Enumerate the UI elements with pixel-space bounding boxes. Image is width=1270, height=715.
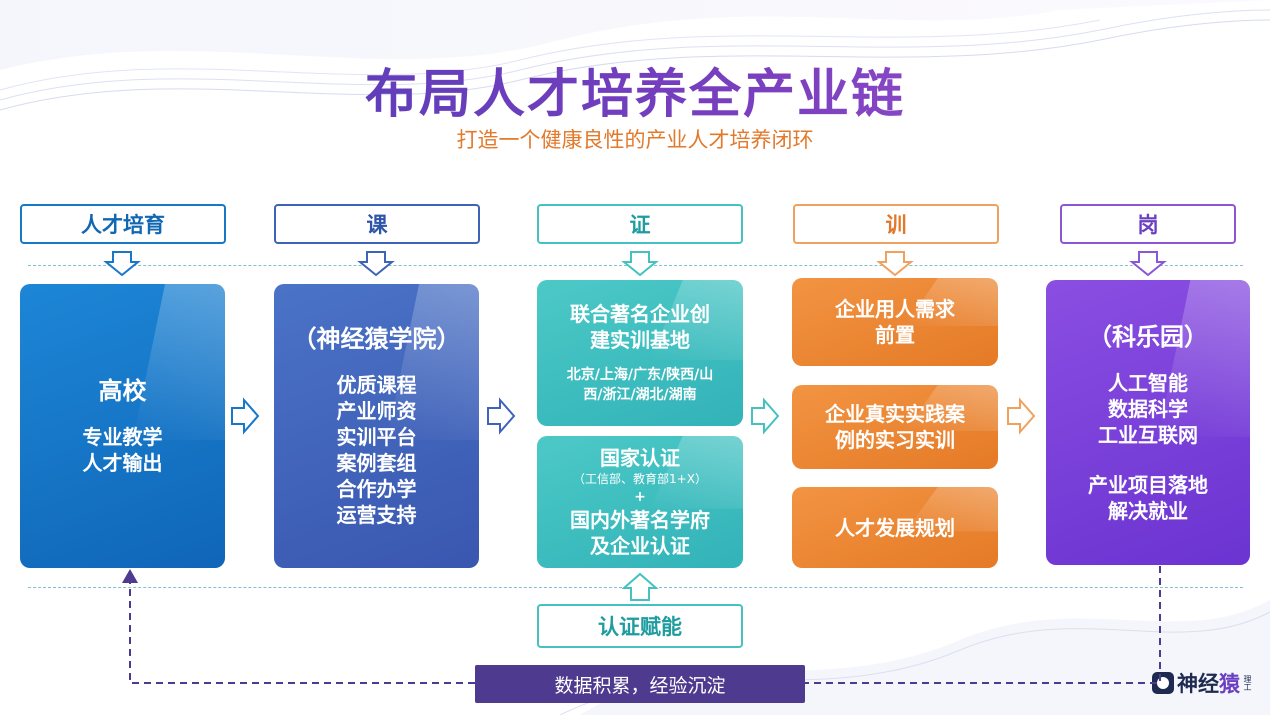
card-national-cert-note: （工信部、教育部1+X） (573, 472, 707, 486)
data-accumulation-bar: 数据积累，经验沉淀 (475, 665, 805, 703)
right-arrow-icon (231, 397, 260, 435)
card-practice-cases-line: 企业真实实践案 (825, 402, 965, 426)
header-talent-cultivation: 人才培育 (20, 204, 226, 244)
down-arrow-icon (621, 251, 659, 277)
card-academy-line: 案例套组 (336, 451, 417, 475)
header-certificate: 证 (537, 204, 743, 244)
down-arrow-icon (876, 251, 914, 277)
right-arrow-icon (751, 397, 780, 435)
card-national-cert-title: 国家认证 (600, 446, 680, 470)
card-academy-line: 合作办学 (336, 477, 417, 501)
down-arrow-icon (357, 251, 395, 277)
card-career-plan: 人才发展规划 (792, 487, 998, 568)
card-academy-title: （神经猿学院） (292, 325, 461, 353)
card-science-park-line: 人工智能 (1108, 370, 1188, 395)
card-demand-front-line: 前置 (875, 323, 915, 347)
card-training-base: 联合著名企业创 建实训基地 北京/上海/广东/陕西/山 西/浙江/湖北/湖南 (537, 280, 743, 426)
card-science-park-line: 解决就业 (1108, 498, 1188, 523)
card-university: 高校 专业教学 人才输出 (20, 284, 225, 568)
loop-arrowhead-icon (122, 569, 138, 583)
card-academy-line: 产业师资 (336, 399, 417, 423)
card-academy-line: 运营支持 (336, 503, 417, 527)
card-training-base-cities: 西/浙江/湖北/湖南 (583, 387, 697, 403)
card-science-park-line: 工业互联网 (1098, 422, 1198, 447)
down-arrow-icon (1129, 251, 1167, 277)
card-training-base-title: 建实训基地 (590, 328, 690, 352)
card-training-base-title: 联合著名企业创 (570, 302, 710, 326)
header-position: 岗 (1060, 204, 1236, 244)
logo-sub: 理工 (1243, 675, 1252, 691)
card-national-cert-line: 及企业认证 (590, 534, 690, 558)
cert-empowerment-tag: 认证赋能 (537, 604, 743, 648)
card-science-park-line: 产业项目落地 (1088, 472, 1208, 497)
card-academy: （神经猿学院） 优质课程 产业师资 实训平台 案例套组 合作办学 运营支持 (274, 284, 479, 568)
feedback-loop-line (129, 566, 1161, 684)
header-training: 训 (793, 204, 999, 244)
card-university-line: 专业教学 (82, 425, 163, 449)
card-demand-front-line: 企业用人需求 (835, 297, 955, 321)
card-academy-line: 实训平台 (336, 425, 417, 449)
card-national-cert-line: 国内外著名学府 (570, 508, 710, 532)
right-arrow-icon (1007, 397, 1036, 435)
card-national-cert-plus: + (634, 489, 646, 505)
card-national-cert: 国家认证 （工信部、教育部1+X） + 国内外著名学府 及企业认证 (537, 436, 743, 568)
down-arrow-icon (103, 251, 141, 277)
card-academy-line: 优质课程 (336, 373, 417, 397)
card-demand-front: 企业用人需求 前置 (792, 278, 998, 366)
logo-text: 神经猿 (1177, 672, 1240, 696)
card-training-base-cities: 北京/上海/广东/陕西/山 (566, 367, 714, 383)
page-subtitle: 打造一个健康良性的产业人才培养闭环 (456, 128, 814, 152)
card-science-park-line: 数据科学 (1108, 396, 1188, 421)
card-university-title: 高校 (98, 377, 147, 405)
card-science-park: （科乐园） 人工智能 数据科学 工业互联网 产业项目落地 解决就业 (1046, 280, 1250, 565)
card-university-line: 人才输出 (82, 451, 163, 475)
card-career-plan-line: 人才发展规划 (835, 515, 955, 540)
card-practice-cases-line: 例的实习实训 (835, 428, 955, 452)
page-title: 布局人才培养全产业链 (0, 52, 1270, 127)
up-arrow-icon (621, 572, 659, 601)
card-science-park-title: （科乐园） (1088, 322, 1208, 351)
right-arrow-icon (487, 397, 516, 435)
header-course: 课 (274, 204, 480, 244)
card-practice-cases: 企业真实实践案 例的实习实训 (792, 385, 998, 469)
